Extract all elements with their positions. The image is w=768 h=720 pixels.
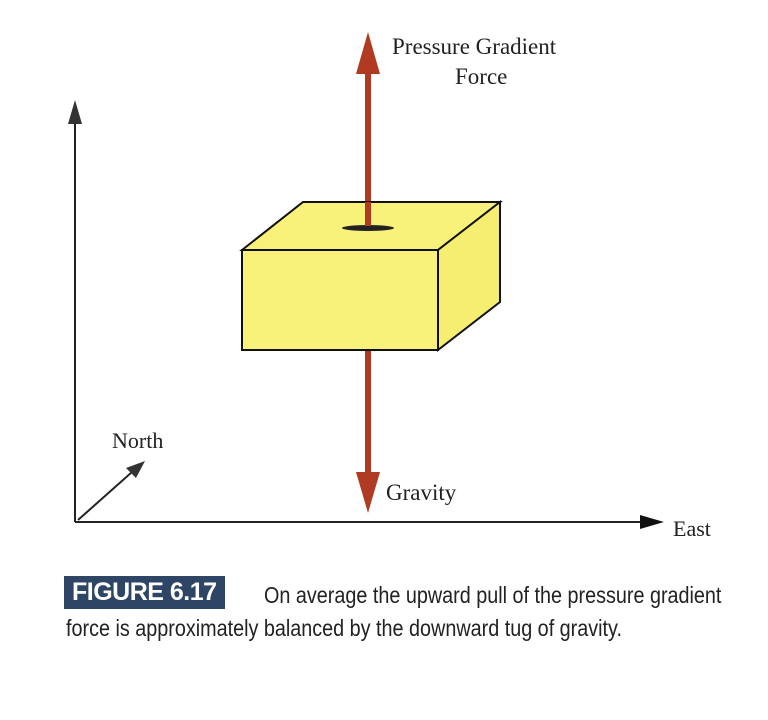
north-axis-arrowhead [126, 461, 145, 478]
pressure-gradient-label-line2: Force [455, 64, 508, 89]
vertical-axis-arrowhead [68, 100, 82, 124]
north-axis [77, 471, 133, 521]
north-label: North [112, 428, 164, 453]
caption-line-2: force is approximately balanced by the d… [66, 615, 622, 641]
cube-hole [342, 225, 394, 231]
caption-line-1: On average the upward pull of the pressu… [264, 582, 722, 608]
cube-front-face [241, 249, 439, 351]
pressure-gradient-arrowhead [356, 32, 380, 74]
east-label: East [673, 516, 711, 541]
east-axis-arrowhead [640, 515, 664, 529]
figure-number-badge: FIGURE 6.17 [64, 576, 225, 609]
gravity-label: Gravity [386, 480, 457, 505]
pressure-gradient-label-line1: Pressure Gradient [392, 34, 557, 59]
gravity-arrowhead [356, 472, 380, 513]
